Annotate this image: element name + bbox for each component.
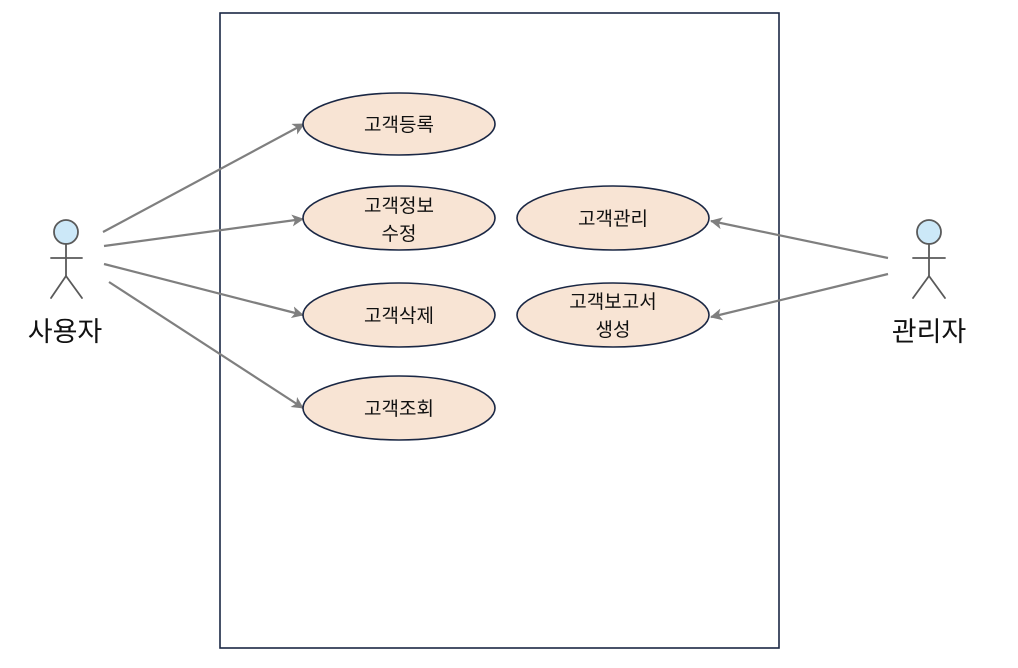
actor-user[interactable]: 사용자 [28, 219, 103, 348]
use-case-label: 고객삭제 [364, 305, 434, 327]
use-case-label: 고객관리 [578, 208, 648, 230]
use-case-ellipse [302, 185, 496, 251]
system-boundary [219, 12, 780, 649]
stick-figure-icon [912, 219, 946, 299]
actor-label: 관리자 [892, 317, 967, 348]
association-user-view [108, 281, 304, 409]
association-admin-report [710, 272, 889, 321]
use-case-ellipse [516, 185, 710, 251]
association-user-delete [103, 262, 304, 319]
association-user-register [102, 123, 305, 233]
use-case-label: 고객조회 [364, 398, 434, 420]
stick-figure-icon [50, 219, 83, 299]
use-case-view[interactable]: 고객조회 [302, 375, 496, 441]
use-case-label: 고객등록 [364, 114, 434, 136]
use-case-report[interactable]: 고객보고서 생성 [516, 282, 710, 348]
associations [102, 123, 889, 409]
use-case-label-line1: 고객보고서 [569, 291, 656, 313]
use-case-label-line2: 수정 [382, 223, 417, 245]
use-case-manage[interactable]: 고객관리 [516, 185, 710, 251]
use-case-delete[interactable]: 고객삭제 [302, 282, 496, 348]
use-case-label-line2: 생성 [596, 319, 631, 341]
use-case-ellipse [302, 92, 496, 156]
association-admin-manage [710, 217, 889, 260]
use-case-ellipse [516, 282, 710, 348]
use-case-ellipse [302, 375, 496, 441]
actor-label: 사용자 [28, 317, 103, 348]
use-case-edit[interactable]: 고객정보 수정 [302, 185, 496, 251]
association-user-edit [103, 214, 304, 248]
use-case-register[interactable]: 고객등록 [302, 92, 496, 156]
use-case-ellipse [302, 282, 496, 348]
use-case-label-line1: 고객정보 [364, 195, 434, 217]
actor-admin[interactable]: 관리자 [892, 219, 967, 348]
